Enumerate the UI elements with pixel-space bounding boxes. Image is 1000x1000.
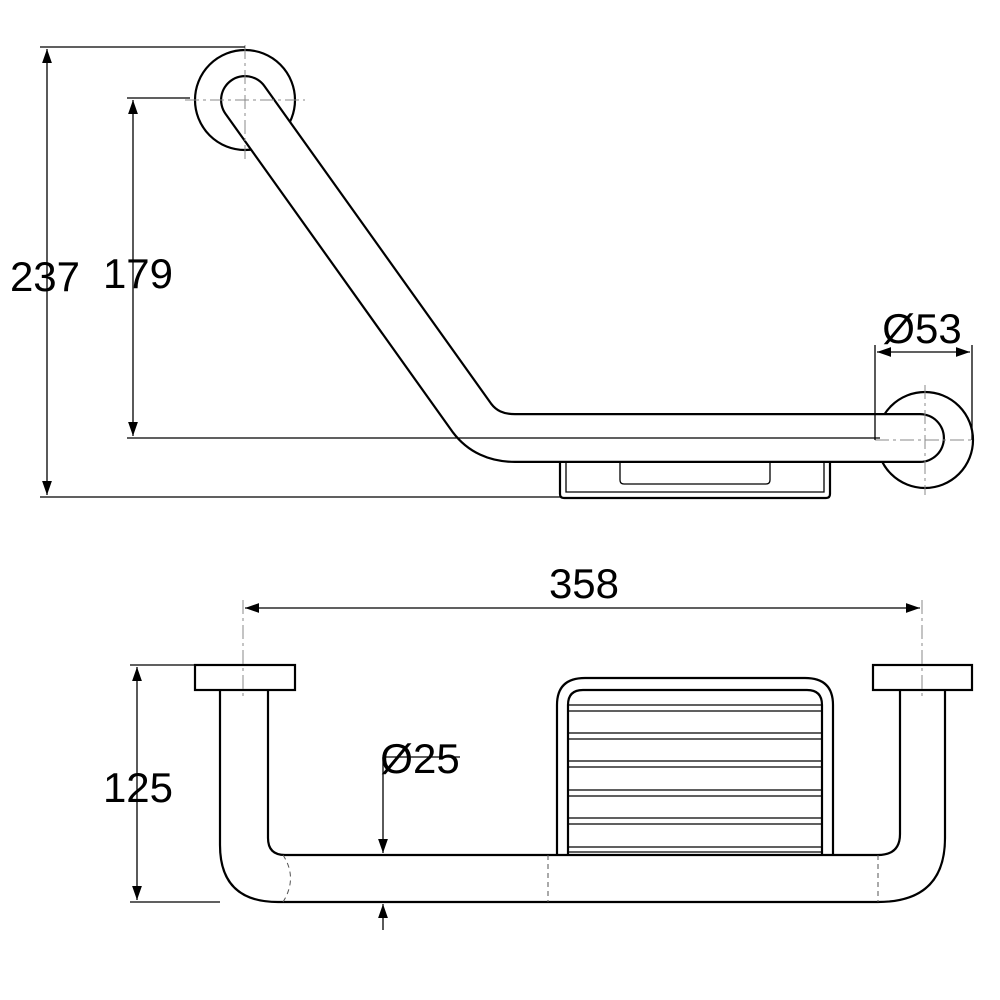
- dimension-25-label: Ø25: [380, 735, 459, 782]
- dimension-53-label: Ø53: [882, 305, 961, 352]
- top-view: 358 125 Ø25: [103, 560, 974, 930]
- dimension-25: Ø25: [378, 735, 460, 930]
- dimension-179: 179: [103, 97, 880, 439]
- grab-bar-tube: [220, 75, 945, 463]
- dimension-125: 125: [103, 664, 220, 903]
- tube-top: [218, 690, 947, 904]
- dimension-237-label: 237: [10, 253, 80, 300]
- dimension-179-label: 179: [103, 250, 173, 297]
- dimension-53: Ø53: [874, 305, 973, 440]
- left-flange: [193, 663, 297, 692]
- basket-front: [555, 676, 835, 855]
- dimension-358: 358: [245, 560, 920, 613]
- basket-side: [558, 463, 832, 500]
- right-flange: [871, 663, 974, 692]
- front-view: 237 179 Ø53: [10, 45, 975, 500]
- dimension-125-label: 125: [103, 764, 173, 811]
- dimension-237: 237: [10, 46, 560, 498]
- dimension-358-label: 358: [549, 560, 619, 607]
